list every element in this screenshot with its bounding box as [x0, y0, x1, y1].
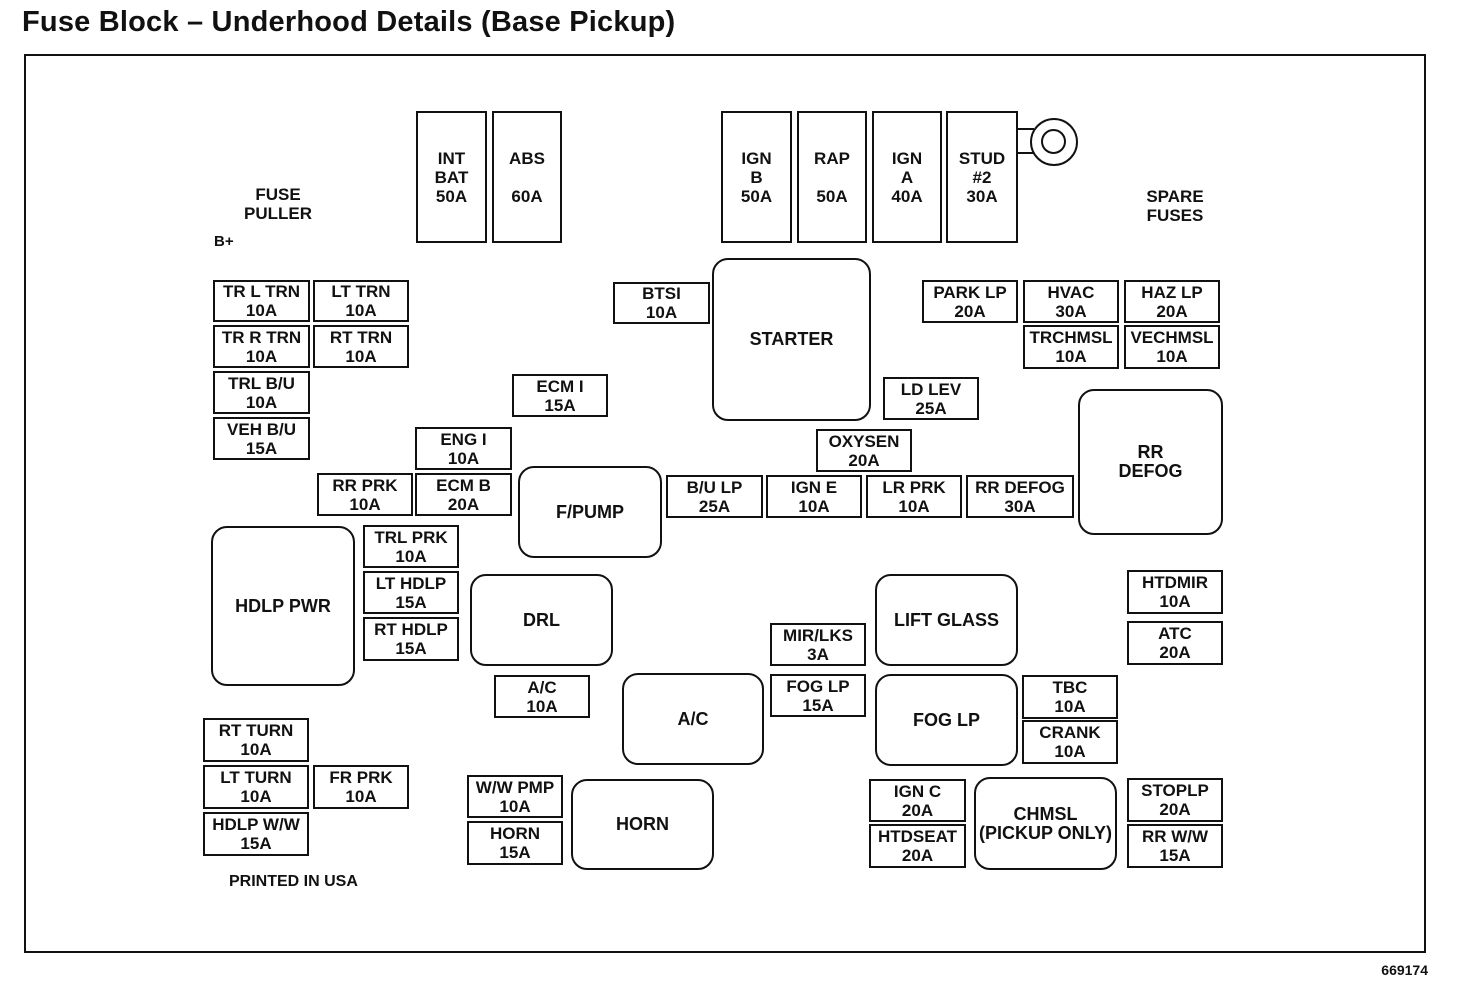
relay-drl: DRL — [470, 574, 613, 666]
fuse-block-outline — [24, 54, 1426, 953]
page-title: Fuse Block – Underhood Details (Base Pic… — [22, 6, 676, 38]
fuse-puller-label: FUSE PULLER — [244, 185, 312, 223]
relay-starter: STARTER — [712, 258, 871, 421]
relay-lift-glass: LIFT GLASS — [875, 574, 1018, 666]
printed-in-usa-label: PRINTED IN USA — [229, 873, 358, 890]
stud-connector — [1014, 128, 1034, 154]
relay-a-c: A/C — [622, 673, 764, 765]
relay-fog-lp: FOG LP — [875, 674, 1018, 766]
relay-chmsl: CHMSL(PICKUP ONLY) — [974, 777, 1117, 870]
relay-f-pump: F/PUMP — [518, 466, 662, 558]
figure-number: 669174 — [1381, 962, 1428, 978]
b-plus-label: B+ — [214, 233, 234, 250]
relay-hdlp-pwr: HDLP PWR — [211, 526, 355, 686]
spare-fuses-label: SPARE FUSES — [1146, 187, 1204, 225]
b-plus-stud — [1030, 118, 1078, 166]
relay-horn: HORN — [571, 779, 714, 870]
